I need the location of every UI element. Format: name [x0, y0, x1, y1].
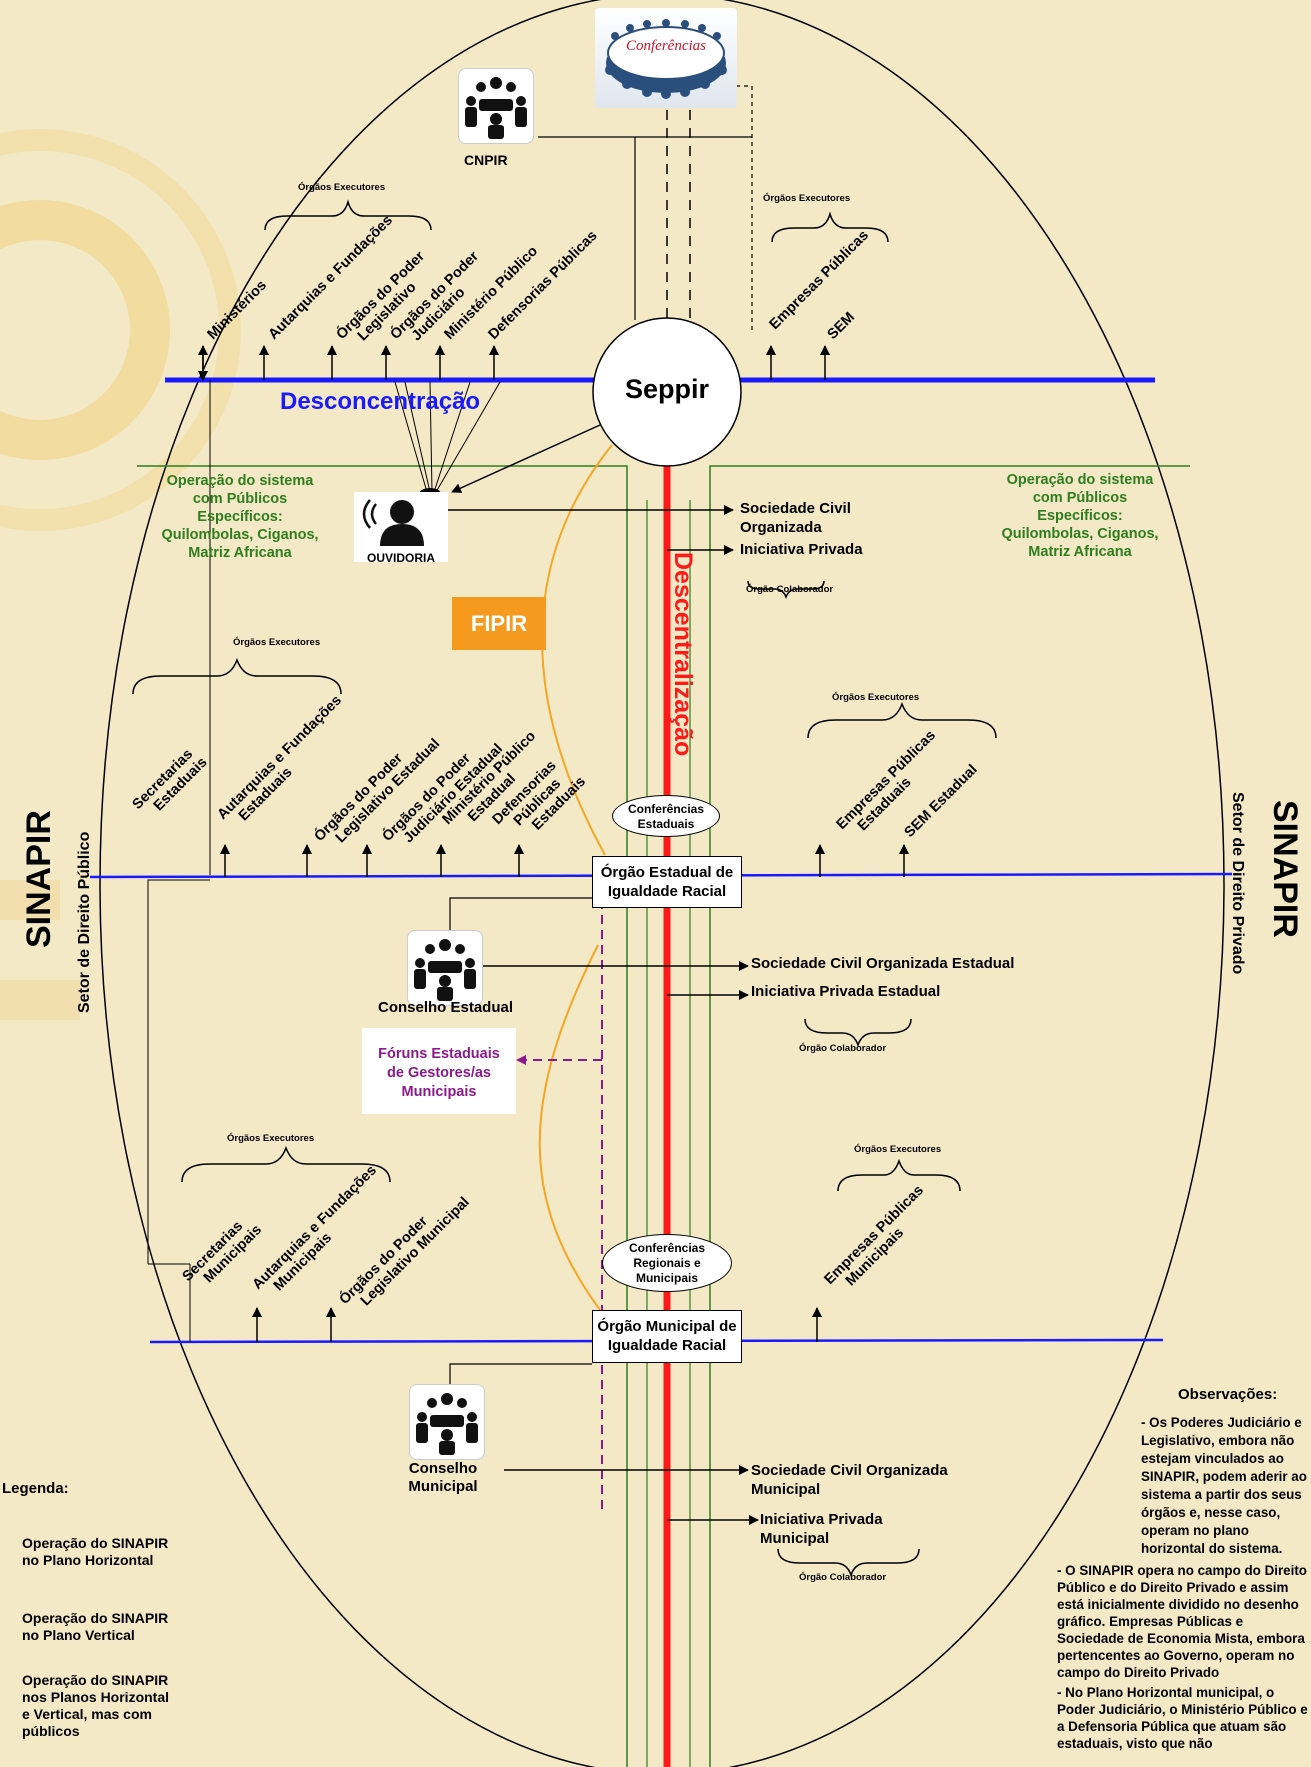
fed-orgao-colaborador: Órgão Colaborador — [746, 584, 834, 595]
observacoes-item-1: - Os Poderes Judiciário e Legislativo, e… — [1141, 1415, 1307, 1556]
conselho-estadual-icon[interactable] — [407, 930, 483, 1006]
seppir-label: Seppir — [624, 374, 710, 404]
brace-est-publico — [132, 657, 342, 695]
conferencias-label: Conferências — [626, 38, 706, 54]
legenda-title: Legenda: — [2, 1480, 69, 1497]
est-orgaos-executores-privado: Órgãos Executores — [832, 692, 920, 703]
legenda-item-1: Operação do SINAPIR no Plano Horizontal — [22, 1535, 169, 1568]
observacoes-title: Observações: — [1178, 1386, 1278, 1403]
fed-iniciativa-privada: Iniciativa Privada — [740, 541, 863, 558]
fed-sociedade-civil: Sociedade Civil Organizada — [740, 500, 851, 536]
brace-mun-colaborador — [777, 1548, 920, 1578]
brace-fed-privado — [771, 211, 889, 243]
observacoes-item-3: - No Plano Horizontal municipal, o Poder… — [1057, 1685, 1308, 1751]
est-iniciativa-privada: Iniciativa Privada Estadual — [751, 983, 941, 1000]
est-sociedade-civil: Sociedade Civil Organizada Estadual — [751, 955, 1015, 972]
brace-fed-colaborador — [747, 580, 825, 600]
cnpir-label: CNPIR — [464, 152, 508, 168]
conselho-estadual-label: Conselho Estadual — [378, 999, 514, 1016]
desconcentracao-label: Desconcentração — [280, 388, 481, 415]
brace-mun-publico — [181, 1145, 391, 1183]
cnpir-icon[interactable] — [458, 68, 534, 144]
legenda-item-2: Operação do SINAPIR no Plano Vertical — [22, 1610, 169, 1643]
conselho-municipal-icon[interactable] — [409, 1384, 485, 1460]
mun-orgaos-executores-privado: Órgãos Executores — [854, 1144, 942, 1155]
est-orgaos-executores-publico: Órgãos Executores — [233, 637, 321, 648]
mun-item-empresas: Empresas PúblicasMunicipais — [822, 1182, 939, 1299]
system-ellipse — [99, 0, 1225, 1767]
legenda-item-3: Operação do SINAPIR nos Planos Horizonta… — [22, 1672, 170, 1739]
mun-orgao-colaborador: Órgão Colaborador — [799, 1572, 887, 1583]
brace-est-colaborador — [804, 1018, 912, 1048]
fed-item-empresas: Empresas Públicas — [767, 227, 872, 332]
conference-table-icon — [605, 19, 727, 99]
setor-publico-label: Setor de Direito Público — [76, 831, 93, 1013]
est-item-sem: SEM Estadual — [902, 762, 981, 841]
ouvidoria-label: OUVIDORIA — [366, 551, 435, 565]
conferencias-image[interactable]: Conferências — [595, 8, 737, 108]
fed-item-sem: SEM — [825, 309, 859, 343]
brace-mun-privado — [837, 1158, 961, 1192]
brace-fed-publico — [264, 199, 432, 231]
descentralizacao-label: Descentralização — [669, 552, 697, 757]
est-orgao-colaborador: Órgão Colaborador — [799, 1043, 887, 1054]
sinapir-right: SINAPIR — [1266, 800, 1304, 938]
fipir-box[interactable]: FIPIR — [452, 597, 546, 650]
ouvidoria-icon[interactable]: OUVIDORIA — [354, 492, 448, 565]
mun-item-legislativo: Órgãos do PoderLegislativo Municipal — [335, 1182, 473, 1320]
setor-privado-label: Setor de Direito Privado — [1229, 792, 1246, 975]
sinapir-left: SINAPIR — [20, 810, 58, 948]
est-item-empresas: Empresas PúblicasEstaduais — [834, 727, 951, 844]
est-item-secretarias: SecretariasEstaduais — [130, 743, 211, 824]
observacoes-item-2: - O SINAPIR opera no campo do Direito Pú… — [1057, 1563, 1307, 1680]
fed-orgaos-executores-privado: Órgãos Executores — [763, 193, 851, 204]
fed-orgaos-executores-publico: Órgãos Executores — [298, 182, 386, 193]
fed-item-ministerios: Ministérios — [205, 277, 270, 342]
mun-orgaos-executores-publico: Órgãos Executores — [227, 1133, 315, 1144]
brace-est-privado — [807, 701, 997, 739]
